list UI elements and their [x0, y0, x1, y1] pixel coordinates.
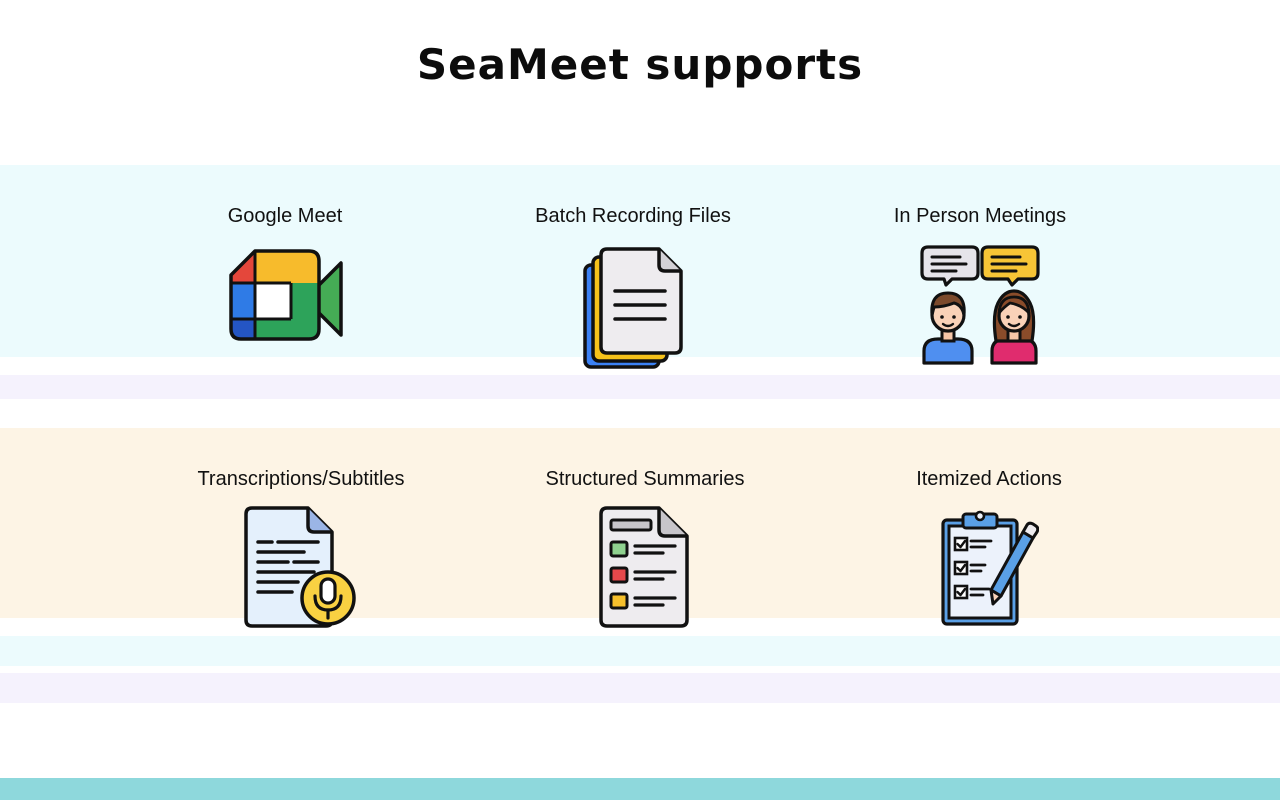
feature-label: Transcriptions/Subtitles — [197, 468, 405, 490]
feature-label: Itemized Actions — [916, 468, 1062, 490]
feature-transcriptions-subtitles: Transcriptions/Subtitles — [151, 466, 451, 628]
feature-label: Google Meet — [227, 205, 343, 227]
stacked-files-icon — [583, 247, 683, 369]
feature-google-meet: Google Meet — [135, 203, 435, 343]
people-talking-icon — [920, 245, 1040, 365]
summary-list-icon — [599, 506, 689, 628]
footer-strip — [0, 778, 1280, 800]
background-band-lavender — [0, 375, 1280, 399]
google-meet-icon — [229, 249, 343, 341]
transcript-mic-icon — [244, 506, 356, 628]
feature-label: In Person Meetings — [893, 205, 1067, 227]
clipboard-checklist-icon — [941, 510, 1039, 626]
page-title: SeaMeet supports — [416, 40, 864, 89]
feature-structured-summaries: Structured Summaries — [495, 466, 795, 628]
feature-in-person-meetings: In Person Meetings — [830, 203, 1130, 367]
background-band-cyan — [0, 636, 1280, 666]
background-band-lavender — [0, 673, 1280, 703]
feature-batch-recording-files: Batch Recording Files — [483, 203, 783, 371]
feature-itemized-actions: Itemized Actions — [839, 466, 1139, 626]
feature-label: Structured Summaries — [545, 468, 745, 490]
feature-label: Batch Recording Files — [535, 205, 731, 227]
